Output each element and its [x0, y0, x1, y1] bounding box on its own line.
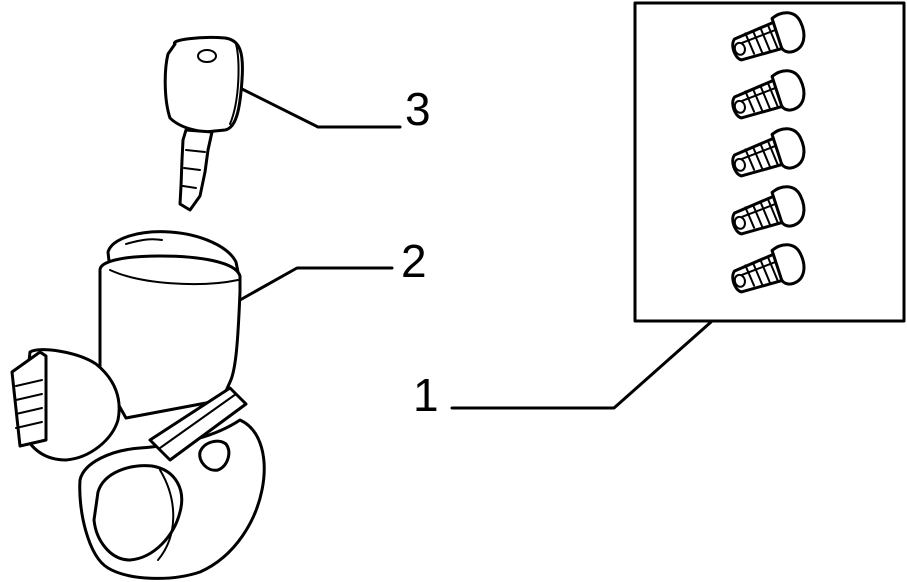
lock-barrel — [731, 127, 806, 178]
leader-line-1 — [450, 320, 713, 410]
lock-barrel — [731, 243, 806, 294]
leader-line-3 — [238, 86, 402, 129]
ignition-key — [163, 36, 244, 212]
cylinder-kit-inset — [633, 1, 906, 323]
lock-barrel — [731, 69, 806, 120]
leader-line-2 — [238, 266, 394, 302]
lock-barrel — [731, 11, 806, 62]
callout-label-1: 1 — [413, 369, 439, 421]
ignition-switch-housing — [10, 230, 266, 580]
callout-label-2: 2 — [401, 235, 427, 287]
inset-frame — [633, 1, 906, 323]
lock-barrel — [731, 185, 806, 236]
callout-label-3: 3 — [405, 83, 431, 135]
lock-barrels — [731, 11, 806, 294]
